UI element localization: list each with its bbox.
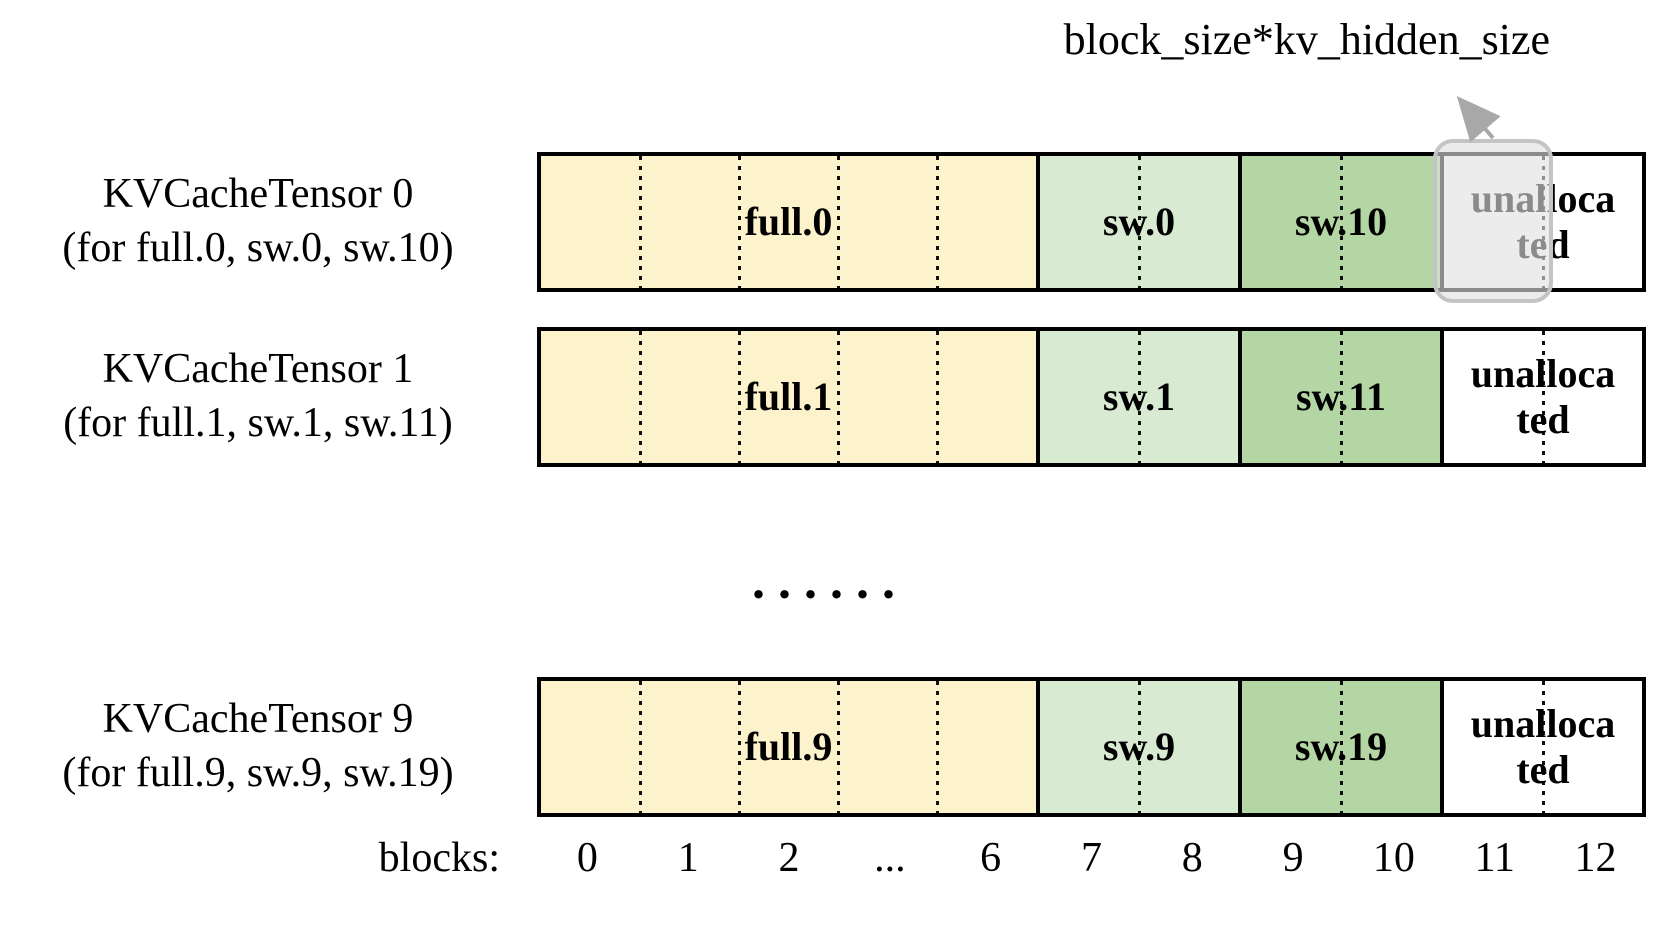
segment-label: sw.1: [1102, 374, 1176, 419]
axis-tick: 1: [677, 835, 699, 881]
block-divider: [936, 681, 939, 813]
row-subtitle: (for full.9, sw.9, sw.19): [62, 750, 454, 796]
blocks-axis-label: blocks:: [378, 835, 500, 881]
segment-label: full.9: [744, 724, 833, 769]
block-divider: [1340, 156, 1343, 288]
row-label: KVCacheTensor 1 (for full.1, sw.1, sw.11): [8, 327, 508, 467]
segment-full.0: full.0: [541, 156, 1036, 288]
segment-full.1: full.1: [541, 331, 1036, 463]
block-divider: [837, 331, 840, 463]
segment-label: unalloca ted: [1470, 701, 1616, 792]
block-divider: [738, 156, 741, 288]
annotation-arrow-icon: [1456, 95, 1501, 143]
segment-label: sw.19: [1294, 724, 1388, 769]
block-size-annotation: block_size*kv_hidden_size: [1063, 15, 1550, 64]
segment-label: full.0: [744, 199, 833, 244]
block-divider: [639, 331, 642, 463]
segment-sw.10: sw.10: [1238, 156, 1440, 288]
segment-unallocated: unalloca ted: [1440, 331, 1642, 463]
row-title: KVCacheTensor 1: [102, 346, 414, 393]
axis-tick: 8: [1181, 835, 1203, 881]
block-divider: [639, 681, 642, 813]
row-subtitle: (for full.0, sw.0, sw.10): [62, 225, 454, 271]
block-divider: [1138, 331, 1141, 463]
block-divider: [1138, 681, 1141, 813]
highlight-box: [1433, 139, 1553, 303]
axis-tick: ...: [874, 835, 906, 881]
segment-label: sw.9: [1102, 724, 1176, 769]
segment-sw.11: sw.11: [1238, 331, 1440, 463]
block-divider: [1340, 681, 1343, 813]
block-divider: [738, 331, 741, 463]
axis-tick: 10: [1372, 835, 1415, 881]
row-title: KVCacheTensor 9: [102, 696, 414, 743]
segment-sw.0: sw.0: [1036, 156, 1238, 288]
segment-full.9: full.9: [541, 681, 1036, 813]
axis-tick: 9: [1282, 835, 1304, 881]
axis-tick: 6: [980, 835, 1002, 881]
axis-tick: 11: [1474, 835, 1515, 881]
block-divider: [1542, 681, 1545, 813]
block-divider: [936, 156, 939, 288]
block-divider: [738, 681, 741, 813]
row-label: KVCacheTensor 0 (for full.0, sw.0, sw.10): [8, 152, 508, 292]
row-label: KVCacheTensor 9 (for full.9, sw.9, sw.19): [8, 677, 508, 817]
tensor-bar: full.1 sw.1 sw.11 unalloca ted: [537, 327, 1646, 467]
block-divider: [1340, 331, 1343, 463]
axis-tick: 0: [576, 835, 598, 881]
block-divider: [1138, 156, 1141, 288]
rows-ellipsis: ......: [752, 553, 908, 610]
block-divider: [837, 156, 840, 288]
segment-label: unalloca ted: [1470, 351, 1616, 442]
axis-tick: 2: [778, 835, 800, 881]
segment-unallocated: unalloca ted: [1440, 681, 1642, 813]
block-divider: [639, 156, 642, 288]
axis-tick: 7: [1080, 835, 1102, 881]
block-divider: [1542, 331, 1545, 463]
row-subtitle: (for full.1, sw.1, sw.11): [63, 400, 453, 446]
block-divider: [837, 681, 840, 813]
block-divider: [936, 331, 939, 463]
axis-tick: 12: [1574, 835, 1617, 881]
row-title: KVCacheTensor 0: [102, 171, 414, 218]
segment-label: sw.0: [1102, 199, 1176, 244]
segment-label: sw.10: [1294, 199, 1388, 244]
tensor-bar: full.9 sw.9 sw.19 unalloca ted: [537, 677, 1646, 817]
segment-sw.19: sw.19: [1238, 681, 1440, 813]
segment-sw.1: sw.1: [1036, 331, 1238, 463]
segment-label: full.1: [744, 374, 833, 419]
segment-label: sw.11: [1295, 374, 1387, 419]
segment-sw.9: sw.9: [1036, 681, 1238, 813]
